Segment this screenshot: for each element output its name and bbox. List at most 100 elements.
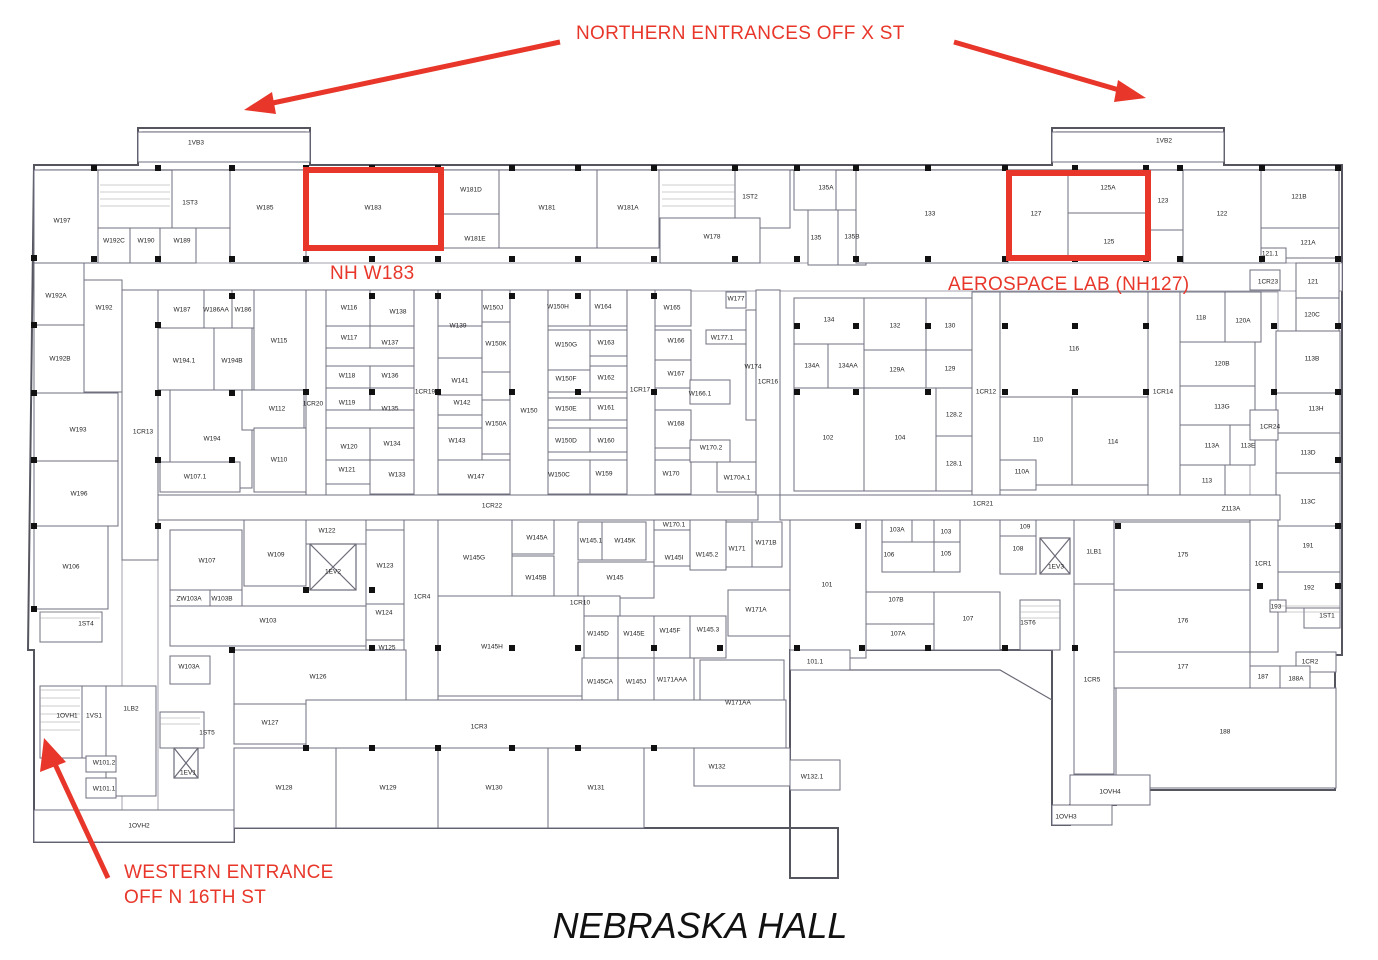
room-1vb3-outline [137, 131, 311, 163]
room-1lb1-outline [1073, 519, 1115, 585]
room-label-w145g: W145G [463, 555, 485, 562]
room-label-128-2: 128.2 [946, 412, 963, 419]
room-label-109: 109 [1020, 524, 1031, 531]
room-1st6-outline [1019, 599, 1061, 651]
room-label-1cr2: 1CR2 [1302, 659, 1319, 666]
room-w181a-outline [596, 169, 660, 249]
room-label-w130: W130 [486, 785, 503, 792]
room-label-w121: W121 [339, 467, 356, 474]
room-label-w103: W103 [260, 618, 277, 625]
room-label-w103a: W103A [178, 664, 200, 671]
room-label-w187: W187 [174, 307, 191, 314]
room-label-w124: W124 [376, 610, 393, 617]
north-arrow-left [244, 39, 561, 114]
room-label-113h: 113H [1308, 406, 1323, 413]
room-191-outline [1277, 525, 1341, 573]
room-label-188a: 188A [1288, 676, 1304, 683]
room-label-1cr21: 1CR21 [973, 501, 994, 508]
room-121b-outline [1260, 169, 1340, 229]
room-label-127: 127 [1031, 211, 1042, 218]
room-134aa-outline [827, 343, 867, 390]
room-label-w127: W127 [262, 720, 279, 727]
room-w193-outline [33, 392, 119, 462]
room-w103-outline [169, 605, 367, 647]
room-1cr23-outline [1249, 269, 1281, 291]
structural-column [31, 390, 37, 396]
room-129a-outline [863, 349, 927, 389]
structural-column [1143, 389, 1149, 395]
room-w132-1-outline [789, 759, 841, 791]
room-w101-1-outline [85, 777, 117, 799]
room-label-w125: W125 [379, 645, 396, 652]
room-label-w150a: W150A [485, 421, 507, 428]
structural-column [369, 256, 375, 262]
room-113d-outline [1275, 432, 1341, 474]
room-label-104: 104 [895, 435, 906, 442]
room-w167-outline [654, 359, 692, 389]
room-label-1ovh1: 1OVH1 [56, 713, 78, 720]
room-w197-outline [33, 169, 99, 264]
structural-column [1335, 583, 1341, 589]
structural-column [509, 293, 515, 299]
structural-column [155, 457, 161, 463]
room-label-133: 133 [925, 211, 936, 218]
room-label-w194: W194 [204, 436, 221, 443]
room-label-w160: W160 [598, 438, 615, 445]
structural-column [155, 256, 161, 262]
structural-column [1002, 165, 1008, 171]
room-w150g-outline [547, 329, 591, 375]
structural-column [1335, 457, 1341, 463]
structural-column [855, 523, 861, 529]
room-label-w134: W134 [384, 441, 401, 448]
room-label-w126: W126 [310, 674, 327, 681]
room-label-w123: W123 [377, 563, 394, 570]
room-label-w192c: W192C [103, 238, 125, 245]
room-label-1st4: 1ST4 [78, 621, 94, 628]
room-label-w145e: W145E [623, 631, 645, 638]
room-125a-outline [1067, 172, 1149, 214]
room-label-177: 177 [1178, 664, 1189, 671]
structural-column [1002, 389, 1008, 395]
room-104-outline [863, 387, 937, 492]
room-label-129a: 129A [889, 367, 905, 374]
room-w171-outline [725, 521, 753, 568]
structural-column [853, 165, 859, 171]
room-w183-callout: NH W183 [330, 263, 414, 284]
room-113g-outline [1179, 385, 1256, 432]
structural-column [1259, 165, 1265, 171]
room-w181-outline [498, 169, 598, 249]
room-label-192: 192 [1304, 585, 1315, 592]
room-label-107: 107 [963, 616, 974, 623]
structural-column [575, 389, 581, 395]
structural-column [31, 523, 37, 529]
room-label-w171aa: W171AA [725, 700, 751, 707]
structural-column [303, 389, 309, 395]
structural-column [1177, 256, 1183, 262]
room-w166-outline [654, 329, 692, 361]
room-108-outline [999, 535, 1037, 575]
room-122-outline [1182, 169, 1262, 264]
room-label-w197: W197 [54, 218, 71, 225]
room-w186aa-outline [203, 289, 233, 329]
room-w194-1-outline [157, 327, 215, 391]
structural-column [651, 745, 657, 751]
aerospace-lab-callout: AEROSPACE LAB (NH127) [948, 274, 1189, 295]
room-label-w171aaa: W171AAA [657, 677, 688, 684]
room-label-w174: W174 [745, 364, 762, 371]
structural-column [1002, 256, 1008, 262]
room-label-w171b: W171B [755, 540, 776, 547]
room-129-outline [925, 349, 973, 389]
stairs [40, 184, 1340, 779]
room-label-1st1: 1ST1 [1319, 613, 1335, 620]
room-label-w131: W131 [588, 785, 605, 792]
room-label-188: 188 [1220, 729, 1231, 736]
room-w128-outline [233, 747, 337, 829]
western-entrance-callout-line2: OFF N 16TH ST [124, 887, 266, 908]
structural-column [1335, 389, 1341, 395]
room-label-w107: W107 [199, 558, 216, 565]
room-label-129: 129 [945, 366, 956, 373]
room-label-175: 175 [1178, 552, 1189, 559]
room-label-1cr14: 1CR14 [1153, 389, 1174, 396]
room-label-w142: W142 [454, 400, 471, 407]
room-label-w194b: W194B [221, 358, 242, 365]
